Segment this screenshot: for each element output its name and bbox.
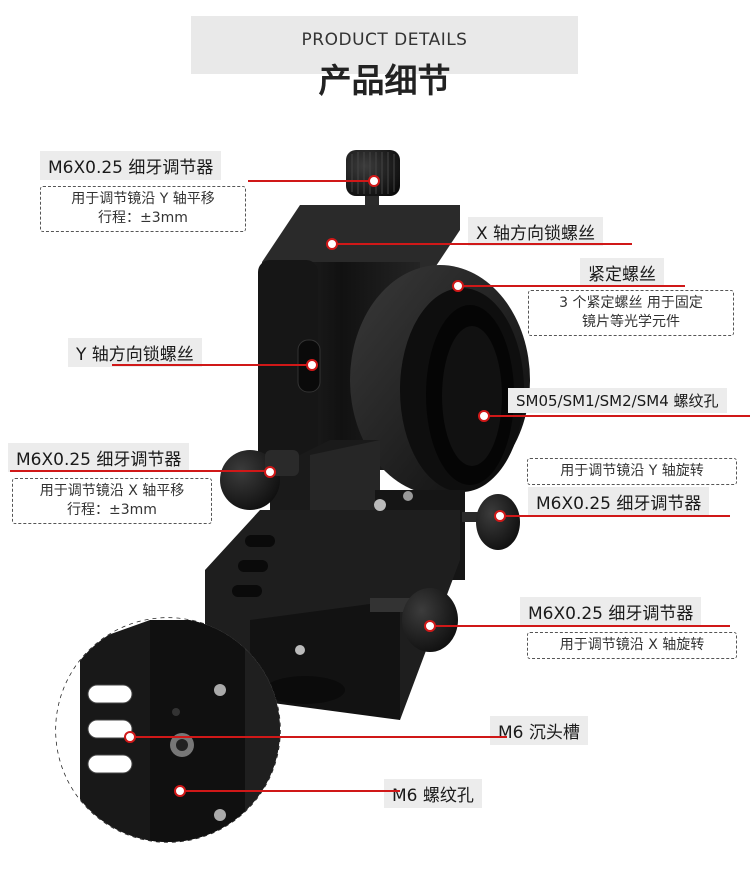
header-banner: PRODUCT DETAILS — [191, 16, 578, 74]
callout-dot — [452, 280, 464, 292]
desc-m6-x-translate: 用于调节镜沿 X 轴平移 行程：±3mm — [12, 478, 212, 524]
desc-set-screw: 3 个紧定螺丝 用于固定 镜片等光学元件 — [528, 290, 734, 336]
lens-ring — [350, 265, 530, 495]
label-m6-thread-hole: M6 螺纹孔 — [384, 779, 482, 808]
desc-line: 镜片等光学元件 — [582, 314, 680, 330]
callout-dot — [368, 175, 380, 187]
callout-dot — [326, 238, 338, 250]
label-y-lock-screw: Y 轴方向锁螺丝 — [68, 338, 202, 367]
leader-line — [10, 470, 268, 472]
header-cn-wrap: 产品细节 — [191, 16, 578, 100]
label-x-lock-screw: X 轴方向锁螺丝 — [468, 217, 604, 246]
title-en: PRODUCT DETAILS — [301, 30, 468, 50]
label-set-screw: 紧定螺丝 — [580, 258, 664, 287]
callout-dot — [306, 359, 318, 371]
leader-line — [430, 625, 730, 627]
leader-line — [180, 790, 400, 792]
desc-m6-y-translate: 用于调节镜沿 Y 轴平移 行程：±3mm — [40, 186, 246, 232]
desc-m6-x-rotate: 用于调节镜沿 X 轴旋转 — [527, 632, 737, 659]
callout-dot — [478, 410, 490, 422]
callout-dot — [264, 466, 276, 478]
zoom-detail — [55, 617, 281, 843]
title-cn: 产品细节 — [318, 61, 451, 100]
desc-line: 3 个紧定螺丝 用于固定 — [559, 295, 703, 311]
desc-line: 用于调节镜沿 Y 轴平移 — [71, 191, 215, 207]
desc-line: 用于调节镜沿 X 轴平移 — [39, 483, 185, 499]
desc-m6-y-rotate: 用于调节镜沿 Y 轴旋转 — [527, 458, 737, 485]
desc-line: 行程：±3mm — [98, 210, 188, 226]
leader-line — [486, 415, 750, 417]
desc-line: 行程：±3mm — [67, 502, 157, 518]
callout-dot — [494, 510, 506, 522]
callout-dot — [174, 785, 186, 797]
callout-dot — [124, 731, 136, 743]
label-m6-x-rotate: M6X0.25 细牙调节器 — [520, 597, 702, 626]
leader-line — [112, 364, 312, 366]
right-knob — [462, 494, 520, 550]
label-m6-y-translate: M6X0.25 细牙调节器 — [40, 151, 222, 180]
top-knob — [346, 150, 400, 240]
leader-line — [248, 180, 372, 182]
leader-line — [332, 243, 632, 245]
label-thread-hole: SM05/SM1/SM2/SM4 螺纹孔 — [508, 388, 727, 413]
label-m6-y-rotate: M6X0.25 细牙调节器 — [528, 487, 710, 516]
leader-line — [500, 515, 730, 517]
leader-line — [460, 285, 685, 287]
callout-dot — [424, 620, 436, 632]
label-m6-counterbore: M6 沉头槽 — [490, 716, 588, 745]
base-plate — [205, 510, 460, 720]
label-m6-x-translate: M6X0.25 细牙调节器 — [8, 443, 190, 472]
leader-line — [132, 736, 507, 738]
